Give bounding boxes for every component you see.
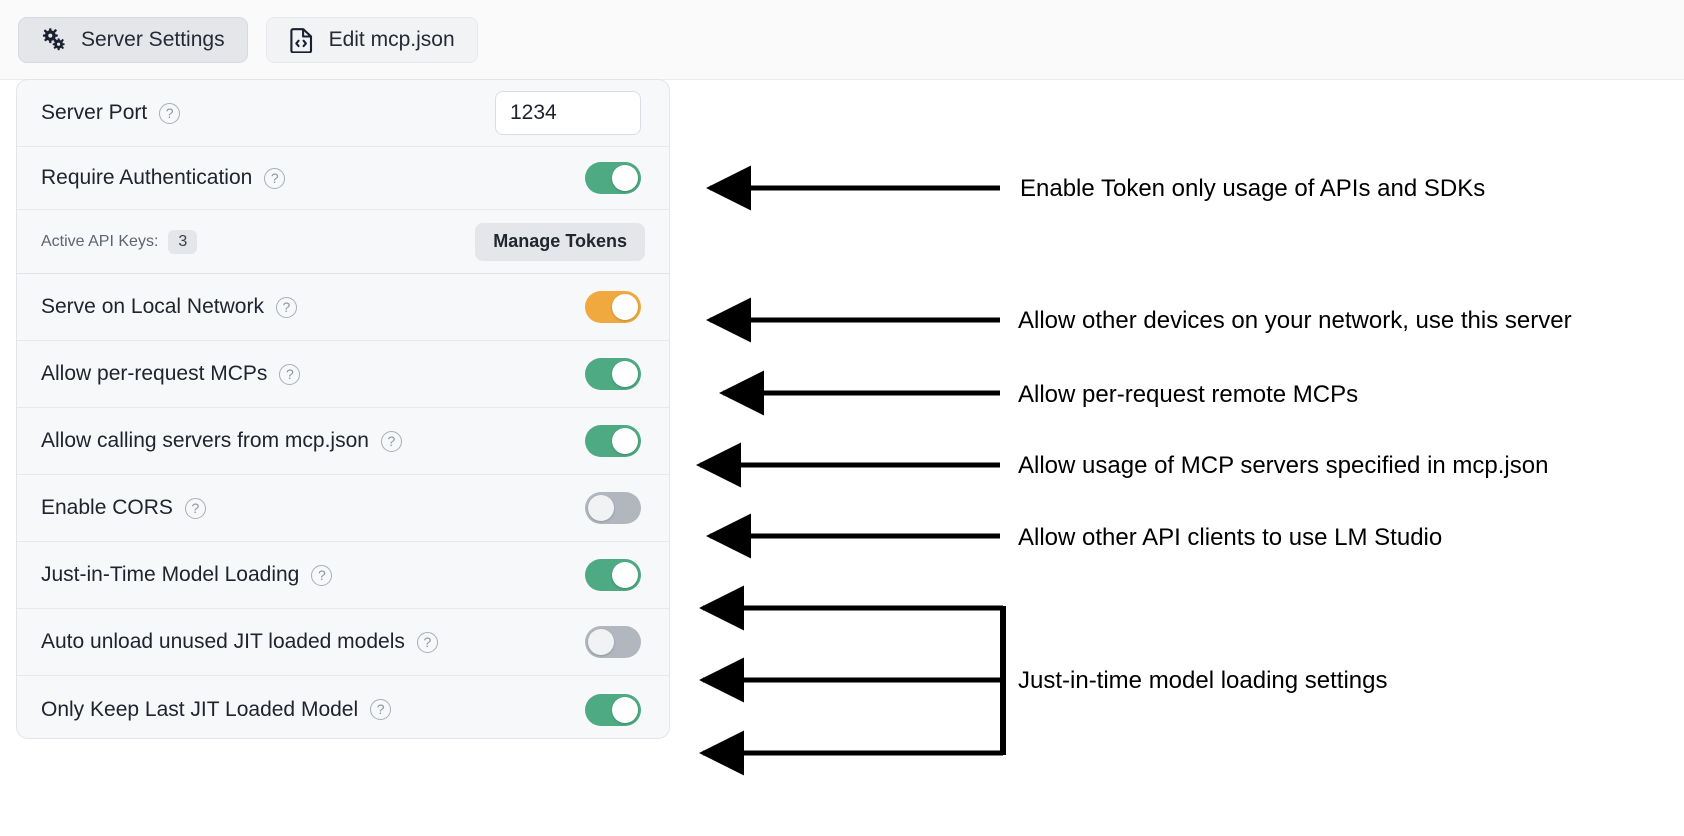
row-active-api-keys: Active API Keys: 3 Manage Tokens [17, 210, 669, 274]
label-text: Serve on Local Network [41, 295, 264, 318]
help-icon[interactable]: ? [416, 631, 438, 653]
server-port-input[interactable] [495, 91, 641, 135]
row-jit-model-loading: Just-in-Time Model Loading ? [17, 542, 669, 609]
anno-serve-on-local-network: Allow other devices on your network, use… [1018, 307, 1572, 334]
help-icon[interactable]: ? [159, 102, 181, 124]
enable-cors-toggle[interactable] [585, 492, 641, 524]
allow-calling-servers-toggle[interactable] [585, 425, 641, 457]
row-auto-unload-unused-jit: Auto unload unused JIT loaded models ? [17, 609, 669, 676]
row-allow-per-request-mcps: Allow per-request MCPs ? [17, 341, 669, 408]
require-authentication-label: Require Authentication ? [41, 166, 286, 190]
auto-unload-unused-jit-toggle[interactable] [585, 626, 641, 658]
help-icon[interactable]: ? [370, 699, 392, 720]
anno-jit-model-loading: Just-in-time model loading settings [1018, 667, 1388, 694]
row-enable-cors: Enable CORS ? [17, 475, 669, 542]
active-api-keys-count: 3 [168, 229, 198, 254]
toggle-knob [612, 562, 638, 588]
auto-unload-unused-jit-label: Auto unload unused JIT loaded models ? [41, 630, 438, 654]
label-text: Only Keep Last JIT Loaded Model [41, 697, 359, 721]
help-icon[interactable]: ? [311, 564, 333, 586]
row-serve-on-local-network: Serve on Local Network ? [17, 274, 669, 341]
toggle-knob [612, 294, 638, 320]
allow-per-request-mcps-label: Allow per-request MCPs ? [41, 362, 301, 386]
tab-bar: Server Settings Edit mcp.json [0, 0, 1684, 80]
label-text: Allow per-request MCPs [41, 362, 268, 385]
manage-tokens-button[interactable]: Manage Tokens [475, 222, 645, 261]
help-icon[interactable]: ? [380, 430, 402, 452]
allow-per-request-mcps-toggle[interactable] [585, 358, 641, 390]
label-text: Require Authentication [41, 166, 253, 189]
server-settings-panel: Server Port ? Require Authentication ? A… [16, 79, 670, 739]
row-require-authentication: Require Authentication ? [17, 147, 669, 210]
toggle-knob [588, 629, 614, 655]
tab-edit-mcp-json[interactable]: Edit mcp.json [265, 16, 478, 63]
label-text: Enable CORS [41, 496, 173, 519]
require-authentication-toggle[interactable] [585, 162, 641, 194]
file-code-icon [289, 27, 315, 53]
label-text: Just-in-Time Model Loading [41, 563, 300, 586]
active-api-keys-label: Active API Keys: 3 [41, 229, 198, 254]
label-text: Server Port [41, 101, 148, 124]
serve-on-local-network-label: Serve on Local Network ? [41, 295, 297, 319]
allow-calling-servers-label: Allow calling servers from mcp.json ? [41, 429, 402, 453]
serve-on-local-network-toggle[interactable] [585, 291, 641, 323]
help-icon[interactable]: ? [264, 167, 286, 189]
help-icon[interactable]: ? [279, 363, 301, 385]
toggle-knob [612, 361, 638, 387]
row-server-port: Server Port ? [17, 80, 669, 147]
toggle-knob [612, 428, 638, 454]
server-port-label: Server Port ? [41, 101, 181, 125]
tab-label: Edit mcp.json [328, 27, 455, 51]
anno-allow-calling-servers: Allow usage of MCP servers specified in … [1018, 452, 1549, 479]
tab-label: Server Settings [81, 27, 225, 51]
only-keep-last-jit-toggle[interactable] [585, 693, 641, 726]
anno-enable-cors: Allow other API clients to use LM Studio [1018, 524, 1443, 551]
enable-cors-label: Enable CORS ? [41, 496, 206, 520]
anno-require-authentication: Enable Token only usage of APIs and SDKs [1020, 175, 1486, 202]
anno-allow-per-request-mcps: Allow per-request remote MCPs [1018, 381, 1359, 408]
label-text: Active API Keys: [41, 232, 159, 250]
only-keep-last-jit-label: Only Keep Last JIT Loaded Model ? [41, 697, 392, 722]
help-icon[interactable]: ? [275, 296, 297, 318]
label-text: Auto unload unused JIT loaded models [41, 630, 405, 653]
tab-server-settings[interactable]: Server Settings [18, 16, 248, 63]
jit-model-loading-toggle[interactable] [585, 559, 641, 591]
row-only-keep-last-jit: Only Keep Last JIT Loaded Model ? [17, 676, 669, 738]
row-allow-calling-servers-from-mcp-json: Allow calling servers from mcp.json ? [17, 408, 669, 475]
jit-model-loading-label: Just-in-Time Model Loading ? [41, 563, 333, 587]
help-icon[interactable]: ? [184, 497, 206, 519]
toggle-knob [588, 495, 614, 521]
label-text: Allow calling servers from mcp.json [41, 429, 369, 452]
toggle-knob [612, 165, 638, 191]
gears-icon [41, 27, 67, 53]
toggle-knob [612, 696, 638, 723]
